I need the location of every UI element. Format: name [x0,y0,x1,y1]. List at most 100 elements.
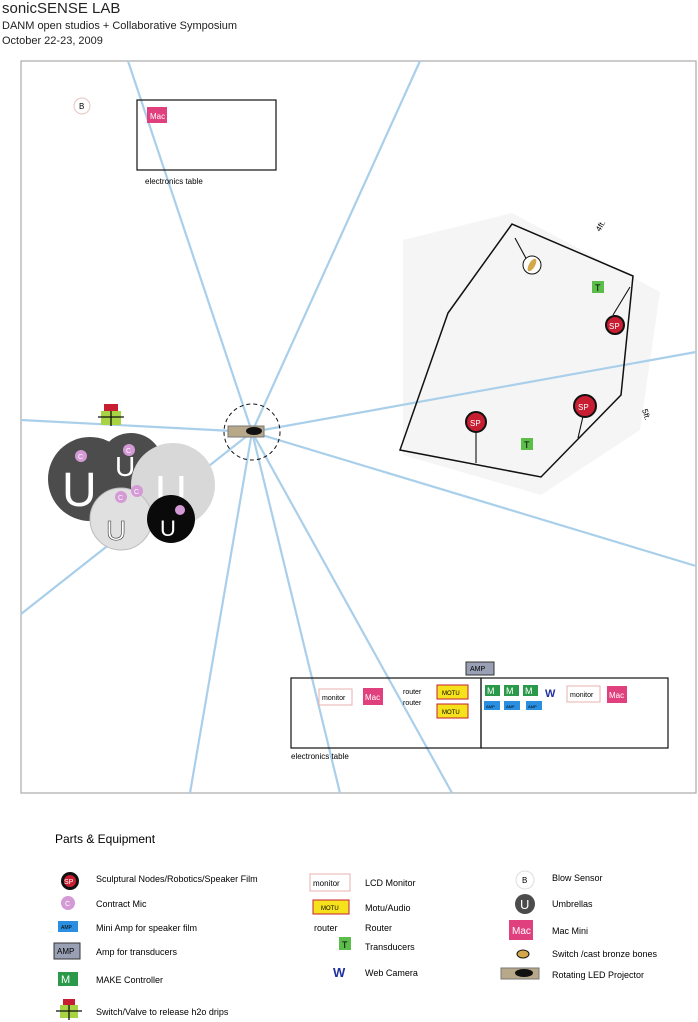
stage-outline [399,223,634,478]
svg-text:U: U [160,516,176,541]
legend-label-motu: Motu/Audio [365,903,411,913]
legend-projector-icon [500,967,540,980]
svg-text:AMP: AMP [61,925,73,931]
page-subtitle: DANM open studios + Collaborative Sympos… [2,20,238,32]
svg-text:AMP: AMP [470,666,486,673]
legend-label-make-controller: MAKE Controller [96,975,163,985]
page-title: sonicSENSE LAB [2,0,121,17]
amp-icon [465,661,495,676]
svg-text:AMP: AMP [528,704,537,709]
electronics-table-top [136,99,277,171]
svg-text:SP: SP [64,879,74,886]
svg-text:AMP: AMP [486,704,495,709]
electronics-table-top-label: electronics table [145,177,203,186]
svg-text:MOTU: MOTU [442,691,460,697]
legend-bronze-bone-switch-icon [516,949,530,959]
legend-title: Parts & Equipment [55,832,156,846]
umbrellas-cluster: U U U U U C C C C [48,433,215,551]
stage-platform [403,213,660,495]
room-outline [20,60,697,794]
svg-text:SP: SP [470,419,481,428]
legend-motu-icon: MOTU [312,899,350,915]
legend-label-amp-transducers: Amp for transducers [96,947,178,957]
svg-text:U: U [106,515,126,546]
event-date: October 22-23, 2009 [2,35,103,47]
svg-text:router: router [314,923,338,933]
legend-label-blow-sensor: Blow Sensor [552,873,603,883]
svg-text:W: W [545,688,556,700]
svg-text:Mac: Mac [609,691,624,700]
svg-text:AMP: AMP [57,947,74,956]
svg-text:C: C [134,489,139,496]
rotating-led-projector-icon [223,403,281,461]
svg-text:M: M [506,686,514,696]
svg-text:T: T [524,440,530,450]
mini-amp-icon: AMP AMP AMP [484,701,542,710]
svg-text:W: W [333,965,346,980]
bronze-bone-switch-icon [522,255,542,275]
svg-text:U: U [115,451,135,482]
legend-sp-icon: SP [61,872,79,890]
web-camera-icon: W [544,686,557,700]
legend-mac-mini-icon: Mac [509,920,533,940]
legend-make-controller-icon: M [58,972,78,986]
svg-text:B: B [522,876,527,885]
svg-text:Mac: Mac [512,926,531,937]
svg-text:M: M [525,686,533,696]
svg-text:Mac: Mac [365,693,380,702]
svg-text:C: C [126,448,131,455]
sculptural-node-icons: SP SP SP [465,315,625,433]
svg-text:Mac: Mac [150,112,165,121]
legend-label-mac-mini: Mac Mini [552,926,588,936]
svg-text:monitor: monitor [313,879,340,888]
legend-web-camera-icon: W [333,964,346,980]
svg-text:AMP: AMP [506,704,515,709]
legend-router-icon: router [313,920,349,933]
legend-label-rotating-projector: Rotating LED Projector [552,970,644,980]
svg-text:C: C [118,495,123,502]
water-valve-icon [98,404,124,426]
blow-sensor-icon: B [73,97,91,115]
legend-label-web-camera: Web Camera [365,968,418,978]
svg-text:C: C [65,901,70,908]
svg-text:MOTU: MOTU [321,906,339,912]
legend-lcd-monitor-icon: monitor [309,873,351,892]
svg-text:B: B [79,102,84,111]
svg-text:monitor: monitor [570,692,594,699]
legend-water-valve-icon [56,999,82,1020]
legend-transducer-icon: T [339,937,351,950]
legend-label-transducers: Transducers [365,942,415,952]
legend-label-bronze-bone-switch: Switch /cast bronze bones [552,949,658,959]
svg-text:SP: SP [578,403,589,412]
mac-mini-icon: Mac [147,107,167,123]
motu-icon: MOTU MOTU [436,684,469,719]
svg-text:T: T [342,940,348,950]
svg-text:C: C [78,454,83,461]
dimension-5ft: 5ft. [640,408,652,421]
svg-text:router: router [403,689,422,696]
router-icon: router router [403,689,422,707]
legend-label-sculptural-nodes: Sculptural Nodes/Robotics/Speaker Film [96,874,258,884]
svg-text:T: T [595,283,601,293]
legend-umbrella-icon: U [515,894,535,914]
legend-label-umbrellas: Umbrellas [552,899,593,909]
mac-mini-icon: Mac Mac [363,686,627,705]
legend-amp-icon: AMP [53,942,81,960]
legend-label-contact-mic: Contract Mic [96,899,147,909]
electronics-table-bottom-right [480,677,669,749]
dimension-4ft: 4ft. [594,219,607,233]
lcd-monitor-icon: monitor monitor [318,685,601,706]
legend-label-router: Router [365,923,392,933]
svg-text:U: U [62,464,97,517]
legend-label-lcd-monitor: LCD Monitor [365,878,416,888]
electronics-table-bottom-label: electronics table [291,752,349,761]
svg-text:M: M [61,974,70,986]
legend-contact-mic-icon: C [61,896,75,910]
svg-text:router: router [403,700,422,707]
svg-text:SP: SP [609,322,620,331]
legend-label-mini-amp: Mini Amp for speaker film [96,923,197,933]
legend-blow-sensor-icon: B [515,870,535,890]
legend-label-water-valve: Switch/Valve to release h2o drips [96,1007,229,1017]
svg-text:monitor: monitor [322,695,346,702]
